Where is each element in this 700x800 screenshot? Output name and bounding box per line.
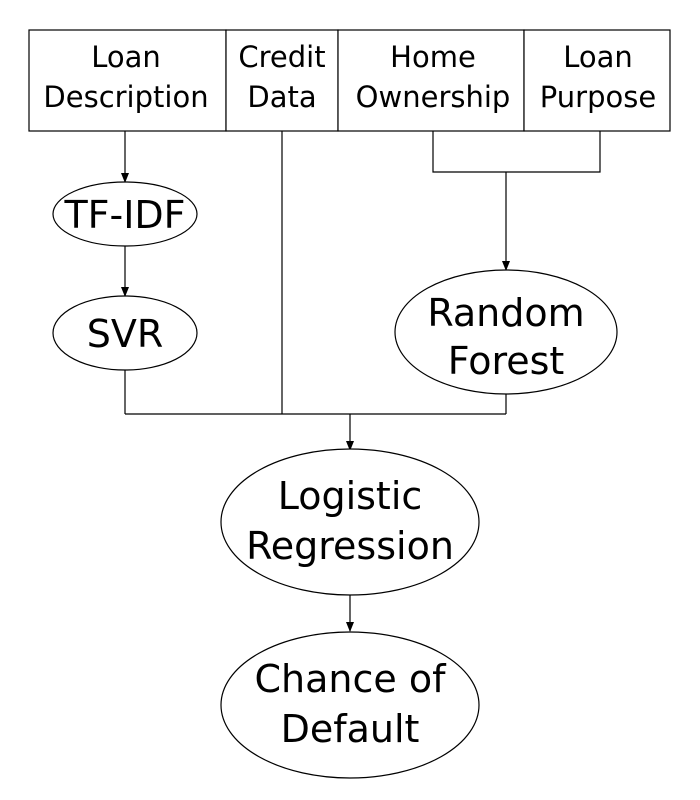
input-label-home-ownership-line1: Home bbox=[390, 40, 476, 74]
node-tfidf: TF-IDF bbox=[52, 181, 198, 247]
input-header-row: Loan Description Credit Data Home Owners… bbox=[28, 29, 671, 132]
input-box-home-ownership bbox=[337, 29, 525, 132]
input-box-loan-description bbox=[28, 29, 227, 132]
node-chance-of-default-line2: Default bbox=[281, 707, 420, 751]
edges bbox=[121, 131, 601, 632]
input-label-loan-purpose-line1: Loan bbox=[563, 40, 633, 74]
node-chance-of-default-line1: Chance of bbox=[255, 657, 448, 701]
input-label-loan-description-line1: Loan bbox=[91, 40, 161, 74]
node-chance-of-default: Chance of Default bbox=[220, 631, 480, 779]
node-svr-label: SVR bbox=[87, 312, 164, 356]
edge-home-purpose-merge bbox=[432, 131, 601, 173]
input-label-credit-data-line1: Credit bbox=[238, 40, 325, 74]
input-label-loan-purpose-line2: Purpose bbox=[540, 80, 656, 114]
input-label-credit-data-line2: Data bbox=[247, 80, 316, 114]
node-logistic-regression-line2: Regression bbox=[246, 524, 454, 568]
node-random-forest-line1: Random bbox=[427, 291, 584, 335]
input-label-home-ownership-line2: Ownership bbox=[356, 80, 511, 114]
node-logistic-regression: Logistic Regression bbox=[220, 448, 480, 596]
input-label-loan-description-line2: Description bbox=[43, 80, 208, 114]
input-box-loan-purpose bbox=[523, 29, 671, 132]
node-logistic-regression-line1: Logistic bbox=[278, 474, 423, 518]
node-svr: SVR bbox=[52, 295, 198, 371]
input-box-credit-data bbox=[225, 29, 339, 132]
node-random-forest: Random Forest bbox=[394, 269, 618, 395]
node-tfidf-label: TF-IDF bbox=[63, 193, 185, 237]
node-random-forest-line2: Forest bbox=[448, 339, 565, 383]
